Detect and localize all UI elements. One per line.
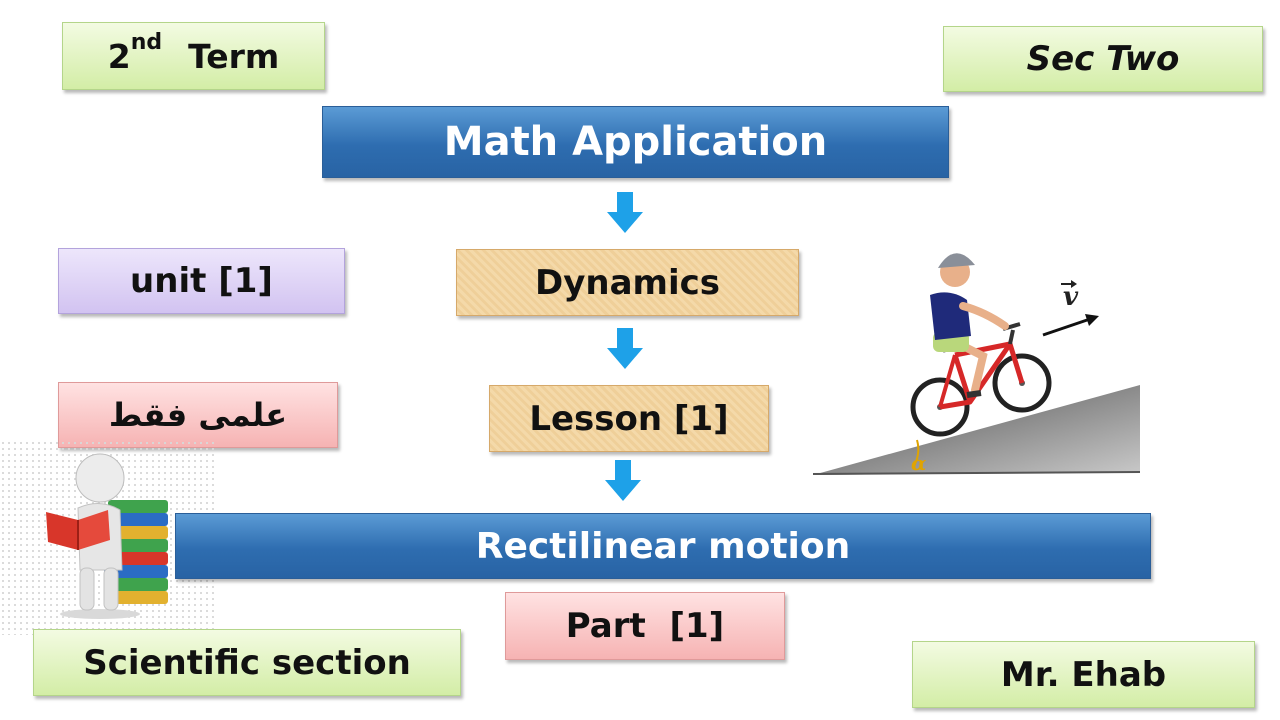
velocity-label: v [1063, 282, 1079, 312]
term-suffix: nd [130, 29, 163, 55]
unit-box: unit [1] [58, 248, 345, 314]
grade-box: Sec Two [943, 26, 1263, 92]
term-number: 2 [107, 36, 131, 76]
lesson-label: Lesson [1] [529, 398, 729, 439]
cyclist-incline-illustration: v α [812, 253, 1141, 475]
down-arrow-icon [605, 460, 641, 501]
subject-banner: Math Application [322, 106, 949, 178]
topic-label: Dynamics [534, 262, 720, 303]
down-arrow-icon [607, 328, 643, 369]
subject-label: Math Application [443, 119, 828, 165]
term-word: Term [188, 36, 280, 76]
part-label: Part [1] [565, 606, 725, 646]
unit-label: unit [1] [130, 261, 273, 301]
lesson-title-banner: Rectilinear motion [175, 513, 1151, 579]
lesson-title-label: Rectilinear motion [475, 525, 851, 567]
part-box: Part [1] [505, 592, 785, 660]
teacher-label: Mr. Ehab [1000, 654, 1167, 695]
branch-label: علمى فقط [108, 396, 288, 434]
teacher-box: Mr. Ehab [912, 641, 1255, 708]
lesson-box: Lesson [1] [489, 385, 769, 452]
down-arrow-icon [607, 192, 643, 233]
grade-label: Sec Two [1026, 39, 1180, 79]
branch-box: علمى فقط [58, 382, 338, 448]
angle-label: α [911, 451, 926, 475]
section-box: Scientific section [33, 629, 461, 696]
reader-with-books-illustration [46, 453, 168, 619]
section-label: Scientific section [83, 642, 411, 683]
topic-box: Dynamics [456, 249, 799, 316]
